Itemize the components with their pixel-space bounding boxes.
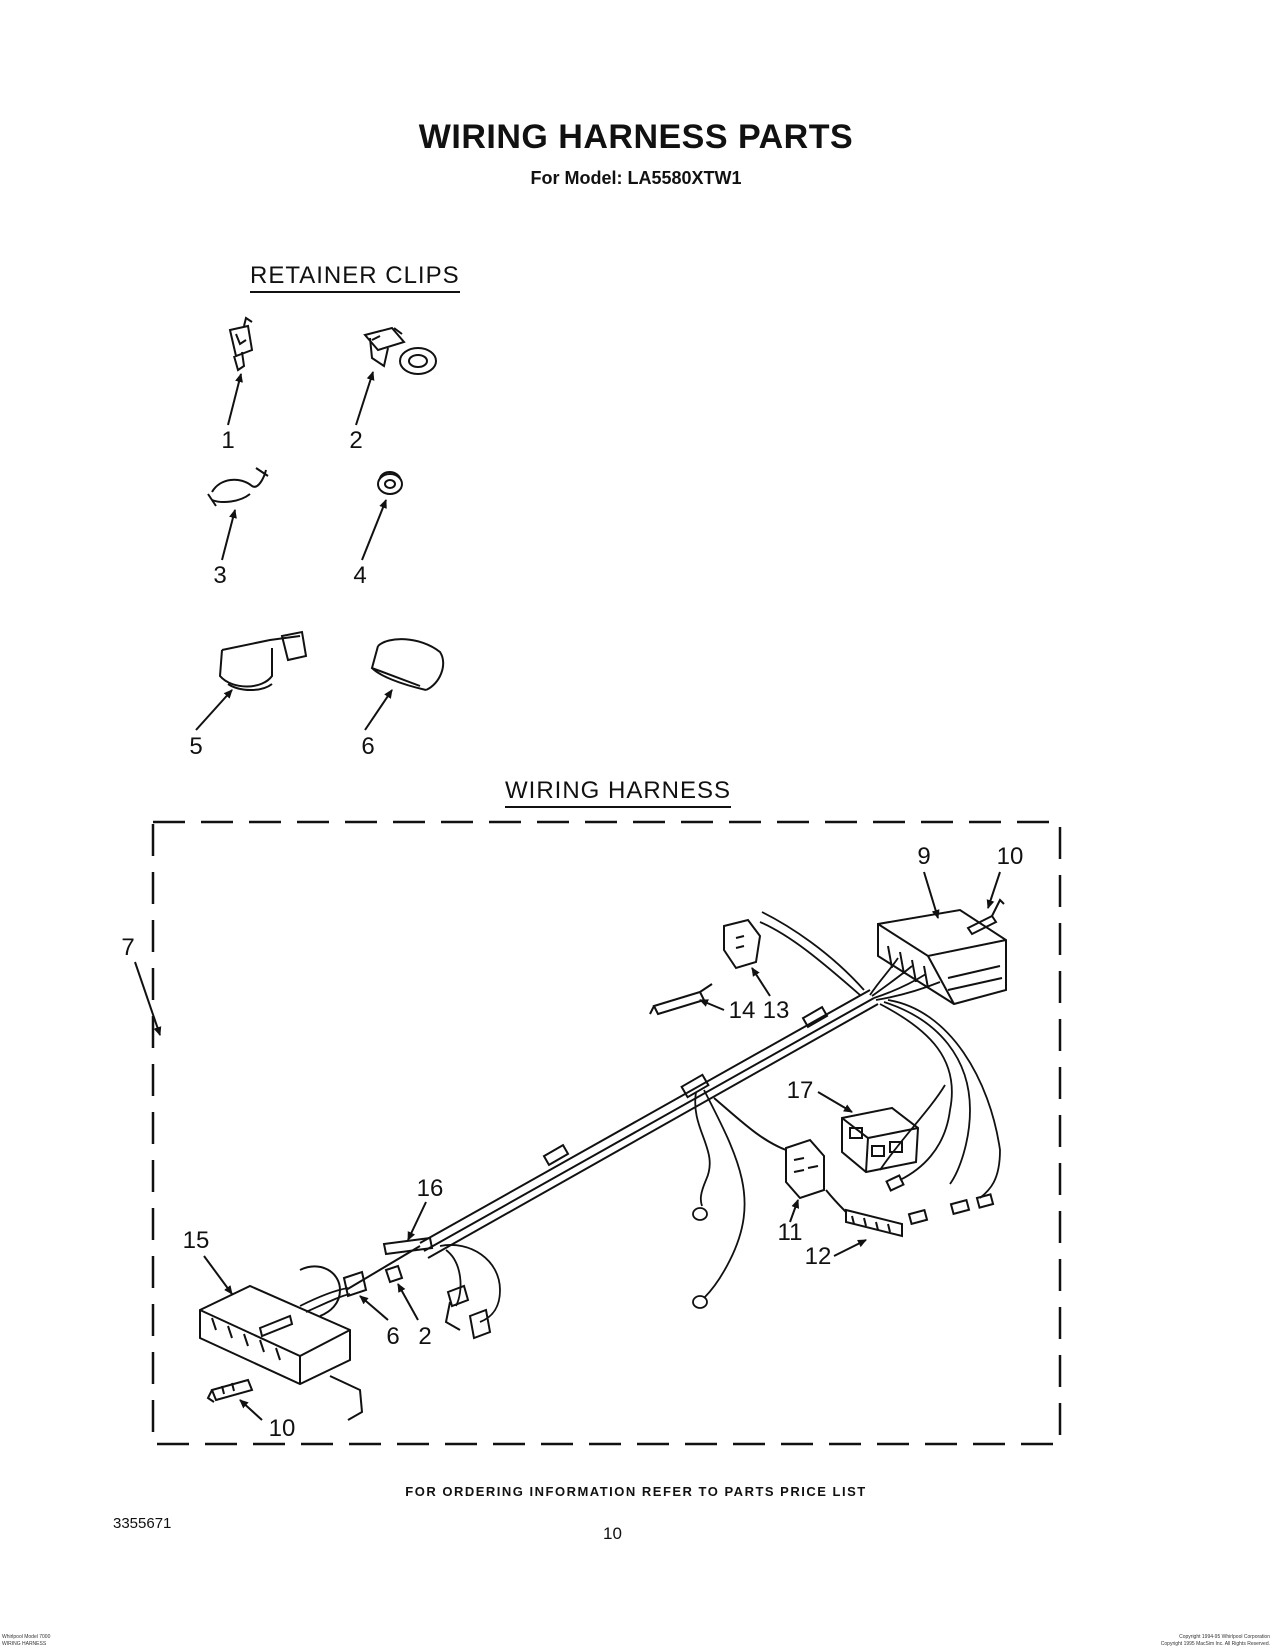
clip-3-arrow: [221, 509, 237, 561]
connector-13-icon: [723, 918, 762, 970]
connector-15-arrow: [203, 1255, 233, 1295]
ground-wires: [692, 1089, 746, 1309]
callout-1: 1: [221, 427, 234, 454]
connector-9-wires: [759, 911, 941, 1001]
fine-print-left: Whirlpool Model 7000 WIRING HARNESS: [2, 1634, 50, 1648]
connector-11-icon: [713, 1097, 825, 1200]
connector-11-arrow: [789, 1199, 800, 1223]
harness-arrow-7: [134, 961, 162, 1036]
callout-3: 3: [213, 562, 226, 589]
connector-15-wires: [299, 1287, 351, 1313]
retainer-clips-heading: RETAINER CLIPS: [250, 262, 460, 293]
fine-left-line-1: Whirlpool Model 7000: [2, 1634, 51, 1640]
terminal-10-bottom-arrow: [239, 1399, 263, 1421]
document-number: 3355671: [113, 1515, 172, 1532]
clip-1-icon: [228, 316, 254, 372]
callout-17: 17: [787, 1077, 814, 1104]
clip-16-arrow: [407, 1201, 427, 1241]
callout-14: 14: [729, 997, 756, 1024]
clip-6-arrow: [364, 689, 393, 731]
connector-17-icon: [841, 1106, 920, 1174]
clip-1-arrow: [227, 373, 243, 426]
terminal-10-bottom-icon: [206, 1378, 254, 1403]
harness-frame: [151, 820, 1062, 1446]
clip-5-arrow: [195, 689, 233, 731]
right-branch-terminals: [885, 1174, 995, 1226]
callout-15: 15: [183, 1227, 210, 1254]
callout-12: 12: [805, 1243, 832, 1270]
callout-6-harness: 6: [386, 1323, 399, 1350]
connector-17-arrow: [817, 1091, 853, 1113]
callout-9: 9: [917, 843, 930, 870]
callout-4: 4: [353, 562, 366, 589]
fine-left-line-2: WIRING HARNESS: [2, 1641, 47, 1647]
harness-clip-2-arrow: [397, 1283, 419, 1321]
hook-connectors-icon: [444, 1284, 492, 1340]
clip-3-icon: [207, 467, 269, 507]
clip-6-icon: [370, 638, 445, 691]
callout-13: 13: [763, 997, 790, 1024]
ordering-note: FOR ORDERING INFORMATION REFER TO PARTS …: [405, 1484, 867, 1499]
callout-2: 2: [349, 427, 362, 454]
callout-11: 11: [778, 1219, 803, 1246]
clip-2-arrow: [355, 371, 375, 426]
connector-12-arrow: [833, 1239, 867, 1257]
harness-bundle: [345, 989, 879, 1291]
callout-10-top: 10: [997, 843, 1024, 870]
connector-13-arrow: [751, 967, 771, 997]
harness-clip-6-arrow: [359, 1295, 389, 1321]
terminal-14-arrow: [699, 999, 725, 1011]
callout-6: 6: [361, 733, 374, 760]
callout-16: 16: [417, 1175, 444, 1202]
fine-print-right: Copyright 1994-95 Whirlpool Corporation …: [1022, 1634, 1270, 1648]
callout-10-bottom: 10: [269, 1415, 296, 1442]
terminal-14-icon: [649, 983, 713, 1016]
fine-right-line-2: Copyright 1995 MacSim Inc. All Rights Re…: [1160, 1641, 1270, 1647]
connector-9-icon: [877, 908, 1007, 1006]
callout-7: 7: [121, 934, 134, 961]
page-number: 10: [603, 1524, 622, 1543]
harness-clip-6-icon: [342, 1270, 368, 1298]
terminal-10-top-icon: [966, 898, 1005, 936]
loop-wires: [439, 1244, 501, 1323]
clip-5-icon: [218, 630, 308, 691]
clip-4-arrow: [361, 499, 387, 561]
clip-2-icon: [363, 326, 437, 375]
callout-5: 5: [189, 733, 202, 760]
page-title: WIRING HARNESS PARTS: [418, 118, 854, 156]
connector-12-icon: [825, 1189, 903, 1238]
wiring-harness-heading: WIRING HARNESS: [505, 777, 732, 808]
terminal-10-top-arrow: [986, 871, 1001, 909]
right-branch-wires: [879, 999, 1001, 1199]
connector-9-arrow: [923, 871, 940, 919]
fine-right-line-1: Copyright 1994-95 Whirlpool Corporation: [1179, 1634, 1270, 1640]
clip-4-icon: [377, 471, 403, 495]
model-subtitle: For Model: LA5580XTW1: [530, 168, 742, 188]
callout-2-harness: 2: [418, 1323, 431, 1350]
harness-clip-2-icon: [384, 1264, 404, 1284]
